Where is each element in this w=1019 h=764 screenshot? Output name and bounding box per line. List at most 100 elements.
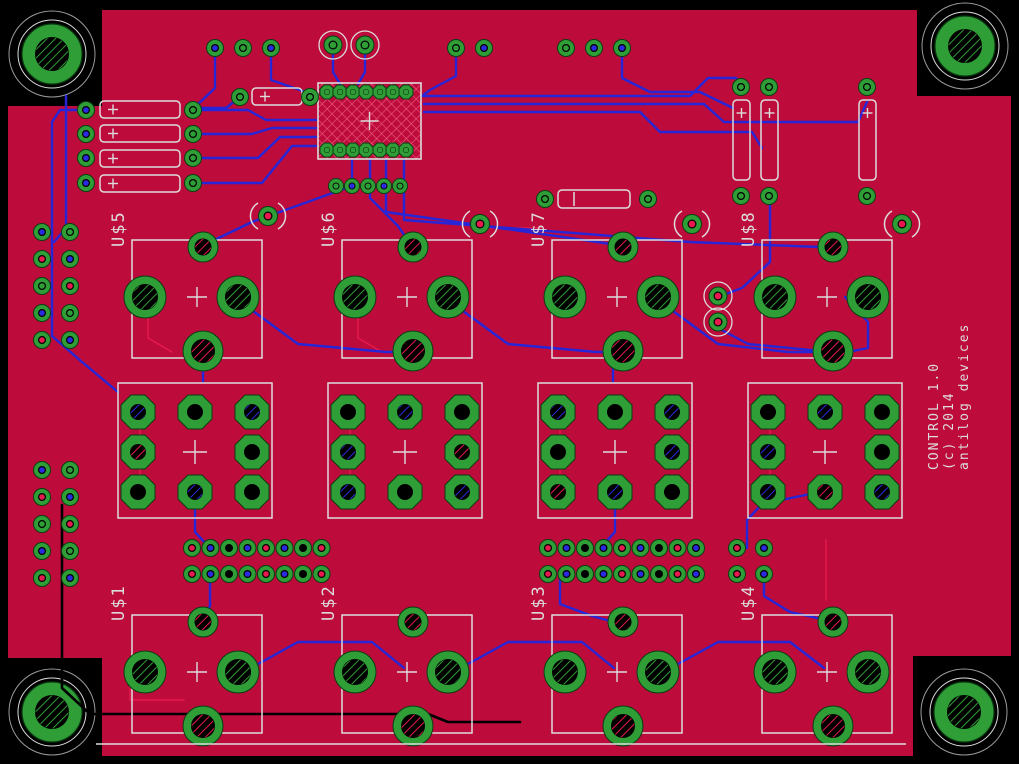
pad[interactable] xyxy=(817,606,849,638)
pad[interactable] xyxy=(597,474,633,510)
trace-bottom[interactable] xyxy=(191,135,318,160)
pad[interactable] xyxy=(654,474,690,510)
trace-bottom[interactable] xyxy=(620,50,735,110)
pad[interactable] xyxy=(807,474,843,510)
pad[interactable] xyxy=(312,565,331,583)
pad[interactable] xyxy=(33,304,51,322)
pad[interactable] xyxy=(206,39,224,57)
pad[interactable] xyxy=(668,539,687,557)
pad[interactable] xyxy=(61,250,79,268)
pad[interactable] xyxy=(332,84,348,100)
pad[interactable] xyxy=(543,275,587,319)
pad[interactable] xyxy=(753,650,797,694)
pad[interactable] xyxy=(631,565,650,583)
pad[interactable] xyxy=(61,304,79,322)
pad[interactable] xyxy=(807,394,843,430)
pad[interactable] xyxy=(220,539,238,557)
trace-wire[interactable] xyxy=(60,503,522,724)
pad[interactable] xyxy=(385,84,401,100)
pad[interactable] xyxy=(177,474,213,510)
pad[interactable] xyxy=(184,149,202,167)
pad[interactable] xyxy=(576,539,594,557)
pad[interactable] xyxy=(216,650,260,694)
pad[interactable] xyxy=(332,142,348,158)
pad[interactable] xyxy=(594,565,613,583)
pad[interactable] xyxy=(846,650,890,694)
pad[interactable] xyxy=(536,190,554,208)
pad[interactable] xyxy=(398,142,414,158)
pad[interactable] xyxy=(708,286,728,306)
pad[interactable] xyxy=(631,539,650,557)
pad[interactable] xyxy=(182,330,224,372)
pad[interactable] xyxy=(892,214,912,234)
pad[interactable] xyxy=(732,78,750,96)
pad[interactable] xyxy=(330,434,366,470)
trace-bottom[interactable] xyxy=(191,126,318,136)
pad[interactable] xyxy=(760,78,778,96)
pad[interactable] xyxy=(275,565,294,583)
pad[interactable] xyxy=(687,539,705,557)
trace-bottom[interactable] xyxy=(422,100,869,124)
pad[interactable] xyxy=(183,539,201,557)
pad[interactable] xyxy=(344,178,360,194)
pad[interactable] xyxy=(360,178,376,194)
pad[interactable] xyxy=(392,330,434,372)
trace-bottom[interactable] xyxy=(194,50,217,108)
pad[interactable] xyxy=(557,565,576,583)
pad[interactable] xyxy=(120,394,156,430)
pad[interactable] xyxy=(345,84,361,100)
component-label[interactable]: U$4 xyxy=(739,584,759,621)
pad[interactable] xyxy=(864,474,900,510)
pad[interactable] xyxy=(557,539,576,557)
pad[interactable] xyxy=(333,650,377,694)
pad[interactable] xyxy=(846,275,890,319)
pad[interactable] xyxy=(539,565,557,583)
pad[interactable] xyxy=(475,39,493,57)
pad[interactable] xyxy=(187,606,219,638)
pad[interactable] xyxy=(345,142,361,158)
pad[interactable] xyxy=(319,84,335,100)
grid-footprint[interactable] xyxy=(117,382,273,519)
pad[interactable] xyxy=(234,39,252,57)
trace-bottom[interactable] xyxy=(236,640,406,677)
pad[interactable] xyxy=(387,474,423,510)
pad[interactable] xyxy=(177,394,213,430)
pad[interactable] xyxy=(687,565,705,583)
trace-bottom[interactable] xyxy=(762,572,828,622)
pad[interactable] xyxy=(61,277,79,295)
pad[interactable] xyxy=(330,394,366,430)
pad[interactable] xyxy=(33,461,51,479)
pad[interactable] xyxy=(576,565,594,583)
pad[interactable] xyxy=(639,190,657,208)
pad[interactable] xyxy=(602,705,644,747)
pad[interactable] xyxy=(234,474,270,510)
pad[interactable] xyxy=(392,705,434,747)
pad[interactable] xyxy=(753,275,797,319)
trace-bottom[interactable] xyxy=(446,640,616,677)
trace-bottom[interactable] xyxy=(420,50,458,98)
board-title-line1[interactable]: CONTROL 1.0 xyxy=(927,362,942,470)
pad[interactable] xyxy=(607,606,639,638)
pad[interactable] xyxy=(613,565,631,583)
pad[interactable] xyxy=(294,539,312,557)
pad[interactable] xyxy=(613,39,631,57)
board-title-line2[interactable]: (c) 2014 xyxy=(942,391,957,470)
pad[interactable] xyxy=(33,488,51,506)
mounting-hole[interactable] xyxy=(920,668,1008,756)
pad[interactable] xyxy=(294,565,312,583)
pad[interactable] xyxy=(597,394,633,430)
mounting-hole[interactable] xyxy=(921,2,1009,90)
pad[interactable] xyxy=(33,515,51,533)
pad[interactable] xyxy=(372,84,388,100)
mounting-hole[interactable] xyxy=(8,668,96,756)
pad[interactable] xyxy=(540,474,576,510)
pad[interactable] xyxy=(668,565,687,583)
pad[interactable] xyxy=(183,565,201,583)
pad[interactable] xyxy=(607,231,639,263)
pad[interactable] xyxy=(372,142,388,158)
trace-bottom[interactable] xyxy=(422,110,764,150)
pad[interactable] xyxy=(755,539,773,557)
pad[interactable] xyxy=(312,539,331,557)
pad[interactable] xyxy=(682,214,702,234)
pad[interactable] xyxy=(387,394,423,430)
